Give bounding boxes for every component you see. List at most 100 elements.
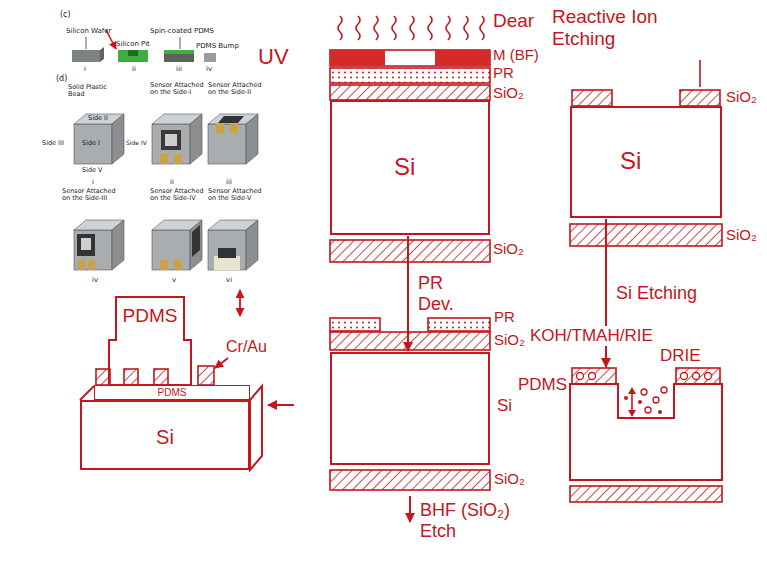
figure-label: iv bbox=[206, 65, 212, 73]
hand-label: PR bbox=[494, 308, 515, 325]
drawing-stroke bbox=[464, 16, 468, 40]
photomask bbox=[330, 50, 490, 66]
drawing-stroke bbox=[112, 114, 124, 164]
etched-wafer: PDMS bbox=[570, 368, 722, 502]
process-arrow bbox=[407, 236, 409, 351]
layer-name: Si bbox=[82, 426, 248, 448]
etched-wafer bbox=[570, 368, 722, 502]
drawing-stroke bbox=[152, 230, 190, 270]
drawing-stroke bbox=[218, 248, 236, 258]
drawing-stroke bbox=[74, 230, 112, 270]
drawing-stroke bbox=[230, 124, 238, 133]
figure-label: ii bbox=[170, 178, 174, 186]
silicon-wafer-block bbox=[72, 47, 104, 62]
drawing-stroke bbox=[676, 368, 720, 384]
correspondence-arrow bbox=[239, 290, 241, 316]
hand-label: SiO₂ bbox=[494, 470, 525, 487]
plastic-bead-cube bbox=[74, 114, 124, 164]
step-label: PR Dev. bbox=[416, 273, 466, 314]
layer-name: PDMS bbox=[518, 376, 567, 395]
drawing-stroke bbox=[88, 260, 95, 270]
leader-line bbox=[86, 37, 87, 49]
photoresist-layer bbox=[330, 68, 490, 83]
figure-label: Side I bbox=[82, 140, 100, 147]
photoresist-layer bbox=[428, 318, 490, 331]
hand-label: SiO₂ bbox=[493, 240, 524, 257]
cr-au-electrodes bbox=[96, 366, 214, 385]
drawing-stroke bbox=[681, 373, 688, 380]
oxide-layer bbox=[330, 332, 490, 350]
figure-label: Side V bbox=[82, 167, 103, 174]
pdms-bump: PDMS bbox=[108, 296, 192, 385]
pointer-arrow bbox=[268, 404, 294, 406]
drawing-stroke bbox=[338, 16, 342, 40]
silicon-substrate: Si bbox=[80, 400, 250, 470]
step-label: Si Etching bbox=[614, 283, 700, 304]
silicon-substrate: Si bbox=[330, 352, 490, 465]
drawing-stroke bbox=[160, 260, 168, 270]
figure-label: Side IV bbox=[126, 140, 147, 147]
sensor-cube bbox=[152, 220, 202, 270]
drawing-stroke bbox=[628, 387, 636, 394]
hand-label: SiO₂ bbox=[726, 88, 757, 105]
drawing-stroke bbox=[216, 124, 224, 133]
drawing-stroke bbox=[330, 50, 385, 66]
uv-rays bbox=[338, 16, 484, 40]
drawing-stroke bbox=[208, 230, 246, 270]
layer-name: Si bbox=[497, 397, 512, 416]
hand-label: SiO₂ bbox=[494, 331, 525, 348]
leader-arrow bbox=[215, 358, 228, 368]
drawing-stroke bbox=[330, 50, 490, 66]
figure-label: Silicon Wafer bbox=[66, 27, 111, 35]
figure-label: (c) bbox=[60, 10, 71, 19]
figure-label: i bbox=[92, 178, 94, 186]
figure-label: Sensor Attached on the Side-II bbox=[208, 82, 264, 97]
drawing-stroke bbox=[589, 373, 596, 380]
drawing-stroke bbox=[214, 256, 240, 270]
oxide-mask bbox=[680, 90, 720, 106]
figure-label: PDMS Bump bbox=[196, 42, 239, 50]
drawing-stroke bbox=[572, 368, 616, 384]
drawing-stroke bbox=[624, 396, 628, 400]
oxide-layer bbox=[330, 470, 490, 490]
hand-label: UV bbox=[258, 44, 289, 69]
drawing-stroke bbox=[190, 114, 202, 164]
drawing-stroke bbox=[161, 130, 181, 150]
drawing-stroke bbox=[118, 50, 148, 62]
drawing-stroke bbox=[705, 373, 712, 380]
drawing-stroke bbox=[74, 124, 112, 164]
oxide-layer bbox=[330, 85, 490, 100]
figure-label: iii bbox=[226, 178, 232, 186]
substrate-edge bbox=[80, 386, 94, 400]
oxide-layer bbox=[330, 240, 490, 262]
drawing-stroke bbox=[570, 384, 722, 480]
drawing-stroke bbox=[78, 260, 85, 270]
sensor-cube bbox=[152, 114, 202, 164]
figure-label: Sensor Attached on the Side-III bbox=[62, 188, 122, 203]
drawing-stroke bbox=[128, 50, 138, 56]
drawing-stroke bbox=[77, 234, 95, 256]
drawing-stroke bbox=[152, 124, 190, 164]
drawing-stroke bbox=[109, 297, 191, 385]
drawing-stroke bbox=[124, 369, 138, 385]
silicon-pit-block bbox=[118, 50, 148, 62]
figure-label: (d) bbox=[56, 74, 67, 83]
drawing-stroke bbox=[96, 369, 110, 385]
substrate-side bbox=[250, 386, 262, 470]
hand-label: PR bbox=[493, 64, 514, 81]
drawing-stroke bbox=[198, 366, 214, 385]
figure-label: Side II bbox=[88, 115, 108, 122]
drawing-stroke bbox=[190, 220, 202, 270]
hand-label: DRIE bbox=[660, 346, 701, 366]
drawing-stroke bbox=[628, 410, 636, 417]
drawing-stroke bbox=[577, 373, 584, 380]
drawing-stroke bbox=[160, 154, 168, 164]
drawing-stroke bbox=[392, 16, 396, 40]
hand-label: BHF (SiO₂) Etch bbox=[420, 500, 532, 541]
layer-name: Si bbox=[394, 154, 415, 180]
layer-name: PDMS bbox=[95, 387, 249, 398]
photoresist-layer bbox=[330, 318, 380, 331]
drawing-stroke bbox=[374, 16, 378, 40]
hand-label: Reactive Ion Etching bbox=[552, 6, 702, 50]
drawing-stroke bbox=[164, 50, 194, 62]
